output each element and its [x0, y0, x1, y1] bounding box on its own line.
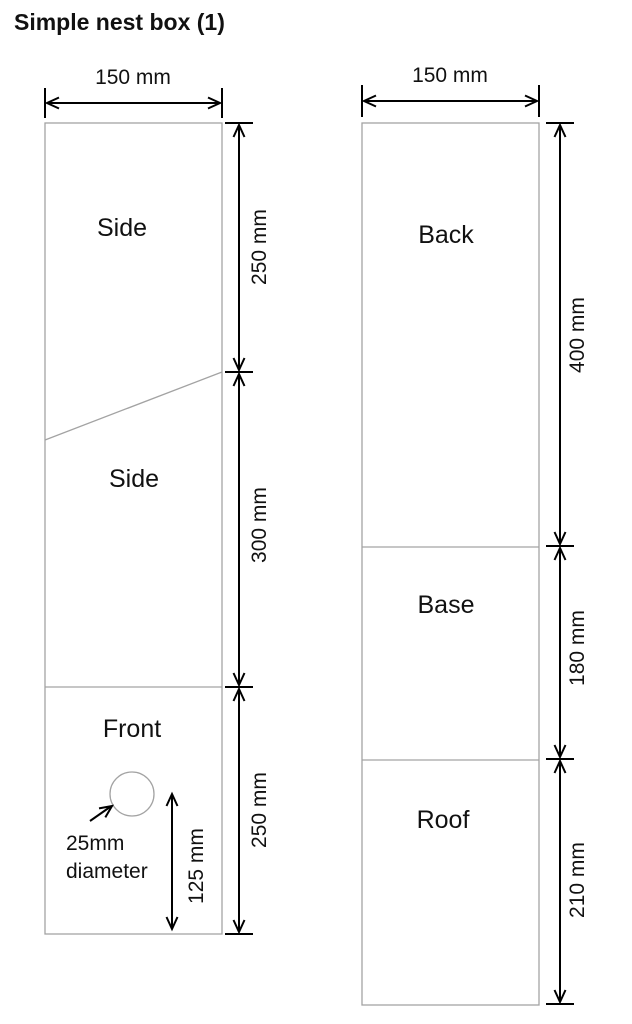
front-dim-label: 250 mm — [248, 772, 271, 848]
arrowhead-up-icon — [232, 686, 246, 702]
arrowhead-up-icon — [553, 122, 567, 138]
hole-note-line2: diameter — [66, 860, 148, 883]
left-width-label: 150 mm — [95, 66, 171, 89]
arrowhead-down-icon — [553, 744, 567, 760]
entrance-hole — [109, 771, 155, 817]
arrowhead-left-icon — [44, 96, 60, 110]
arrowhead-down-icon — [232, 672, 246, 688]
front-label: Front — [103, 715, 161, 743]
arrowhead-right-icon — [207, 96, 223, 110]
hole-note-line1: 25mm — [66, 832, 124, 855]
back-dim-label: 400 mm — [566, 297, 589, 373]
hole-annotation: 25mm diameter 125 mm — [66, 791, 208, 932]
right-width-dimension: 150 mm — [361, 64, 540, 117]
base-label: Base — [418, 591, 475, 619]
arrowhead-down-icon — [232, 357, 246, 373]
back-base-roof-outline — [361, 122, 540, 1006]
arrowhead-down-icon — [553, 531, 567, 547]
sides-front-piece: Side Side Front — [44, 122, 223, 935]
side-bottom-label: Side — [109, 465, 159, 493]
arrowhead-down-icon — [232, 919, 246, 935]
roof-label: Roof — [417, 806, 470, 834]
hole-pointer-line — [89, 806, 111, 822]
left-width-dimension: 150 mm — [44, 66, 223, 118]
side-top-label: Side — [97, 214, 147, 242]
right-width-label: 150 mm — [412, 64, 488, 87]
page-title: Simple nest box (1) — [14, 9, 225, 35]
left-vertical-dimensions: 250 mm 300 mm 250 mm — [225, 122, 271, 935]
arrowhead-up-icon — [165, 791, 179, 807]
arrowhead-pointer-icon — [98, 804, 114, 818]
back-base-roof-piece: Back Base Roof — [361, 122, 540, 1006]
back-label: Back — [418, 221, 474, 249]
arrowhead-up-icon — [553, 545, 567, 561]
arrowhead-up-icon — [232, 122, 246, 138]
roof-dim-label: 210 mm — [566, 842, 589, 918]
sides-front-outline — [44, 122, 223, 935]
arrowhead-up-icon — [553, 758, 567, 774]
arrowhead-down-icon — [165, 916, 179, 932]
side-top-dim-label: 250 mm — [248, 209, 271, 285]
arrowhead-up-icon — [232, 371, 246, 387]
arrowhead-right-icon — [524, 94, 540, 108]
arrowhead-down-icon — [553, 989, 567, 1005]
base-dim-label: 180 mm — [566, 610, 589, 686]
right-vertical-dimensions: 400 mm 180 mm 210 mm — [546, 122, 589, 1005]
hole-offset-dim-label: 125 mm — [185, 828, 208, 904]
arrowhead-left-icon — [361, 94, 377, 108]
side-bottom-dim-label: 300 mm — [248, 487, 271, 563]
side-diagonal-cut-line — [44, 371, 223, 441]
